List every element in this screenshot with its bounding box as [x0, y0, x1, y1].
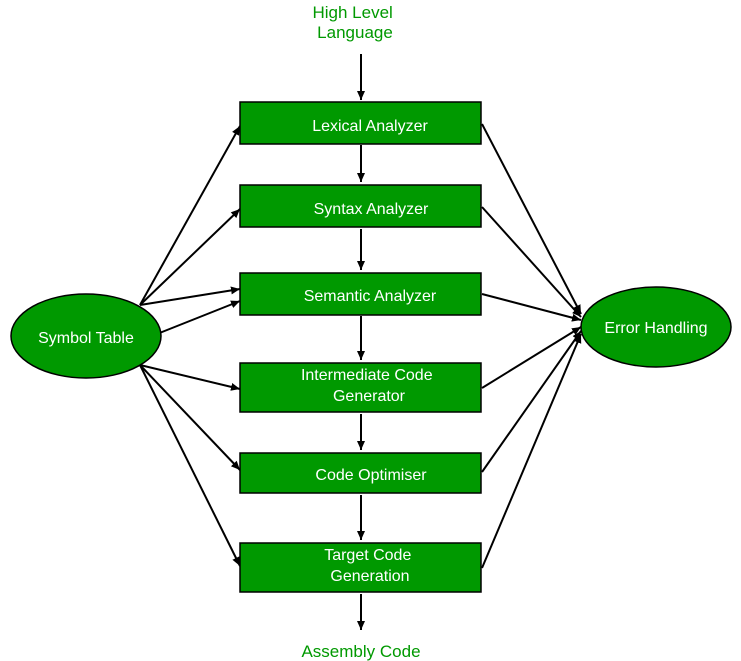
stage-code-optimiser: Code Optimiser	[239, 452, 482, 494]
edge-symbol-to-semantic-lower	[156, 300, 241, 335]
edge-syntax-to-error	[481, 206, 582, 318]
edge-symbol-to-intermediate	[139, 364, 241, 391]
stage-semantic-analyzer: Semantic Analyzer	[239, 272, 482, 316]
edge-symbol-to-semantic-upper	[139, 286, 241, 306]
error-handling-node: Error Handling	[580, 286, 732, 368]
edge-semantic-to-error	[481, 293, 582, 322]
output-label: Assembly Code	[301, 642, 420, 661]
edge-lexical-to-error	[481, 123, 582, 315]
edge-target-to-error	[481, 333, 582, 569]
edge-symbol-to-syntax	[139, 208, 241, 306]
stage-label: Lexical Analyzer	[312, 118, 428, 135]
symbol-table-node: Symbol Table	[10, 293, 162, 379]
stage-syntax-analyzer: Syntax Analyzer	[239, 184, 482, 228]
input-label: High Level Language	[312, 3, 397, 42]
stage-label: Code Optimiser	[315, 467, 427, 484]
stage-label: Syntax Analyzer	[314, 201, 429, 218]
edges	[139, 54, 582, 630]
error-handling-label: Error Handling	[604, 320, 707, 337]
stage-lexical-analyzer: Lexical Analyzer	[239, 101, 482, 145]
edge-optimiser-to-error	[481, 330, 582, 473]
stage-label: Target Code Generation	[324, 547, 416, 585]
edge-symbol-to-optimiser	[139, 364, 241, 471]
stage-label: Intermediate Code Generator	[301, 367, 437, 405]
symbol-table-label: Symbol Table	[38, 330, 134, 347]
edge-intermediate-to-error	[481, 326, 582, 389]
stage-target-code-generation: Target Code Generation	[239, 542, 482, 593]
edge-symbol-to-target	[139, 364, 241, 567]
stage-intermediate-code-generator: Intermediate Code Generator	[239, 362, 482, 413]
stage-label: Semantic Analyzer	[304, 288, 437, 305]
edge-symbol-to-lexical	[139, 125, 241, 306]
